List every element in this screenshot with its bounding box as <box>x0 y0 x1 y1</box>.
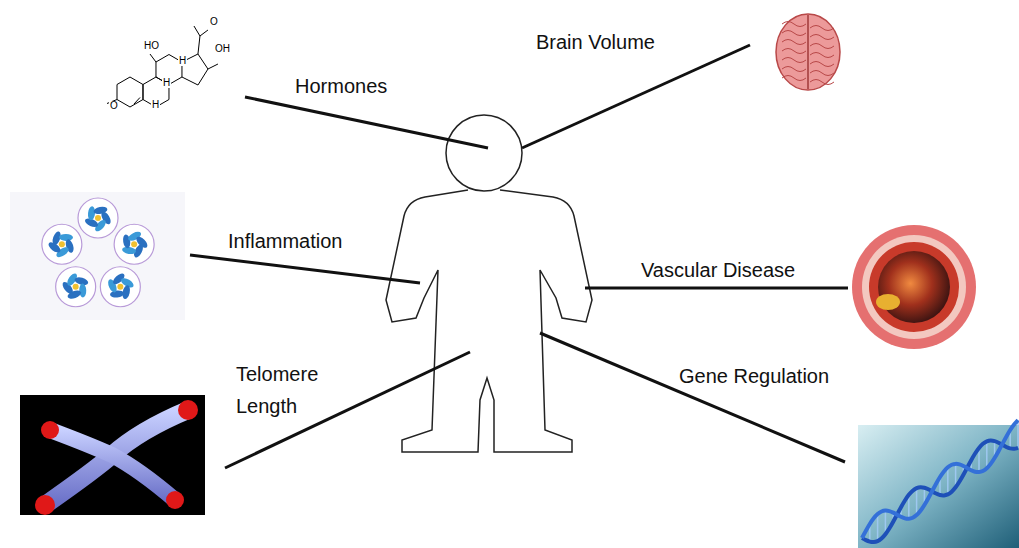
atom-label: H <box>162 78 171 88</box>
feature-label: Brain Volume <box>536 26 655 58</box>
atom-label: OH <box>214 44 231 54</box>
protein-ring <box>10 192 185 320</box>
feature-label: Hormones <box>295 70 387 102</box>
brain-icon <box>776 14 840 90</box>
atom-label: H <box>151 100 160 110</box>
atom-label: H <box>178 56 187 66</box>
feature-label: Gene Regulation <box>679 360 829 392</box>
atom-label: O <box>209 17 219 27</box>
feature-label: Telomere Length <box>236 358 346 422</box>
atom-label: HO <box>143 41 160 51</box>
atom-label: O <box>109 101 119 111</box>
dna-icon <box>858 420 1019 548</box>
chromosome-icon <box>20 395 205 515</box>
cortisol-structure <box>107 26 218 107</box>
feature-label: Inflammation <box>228 225 343 257</box>
feature-label: Vascular Disease <box>641 254 795 286</box>
artery-icon <box>852 225 976 349</box>
leader-lines <box>190 45 848 468</box>
